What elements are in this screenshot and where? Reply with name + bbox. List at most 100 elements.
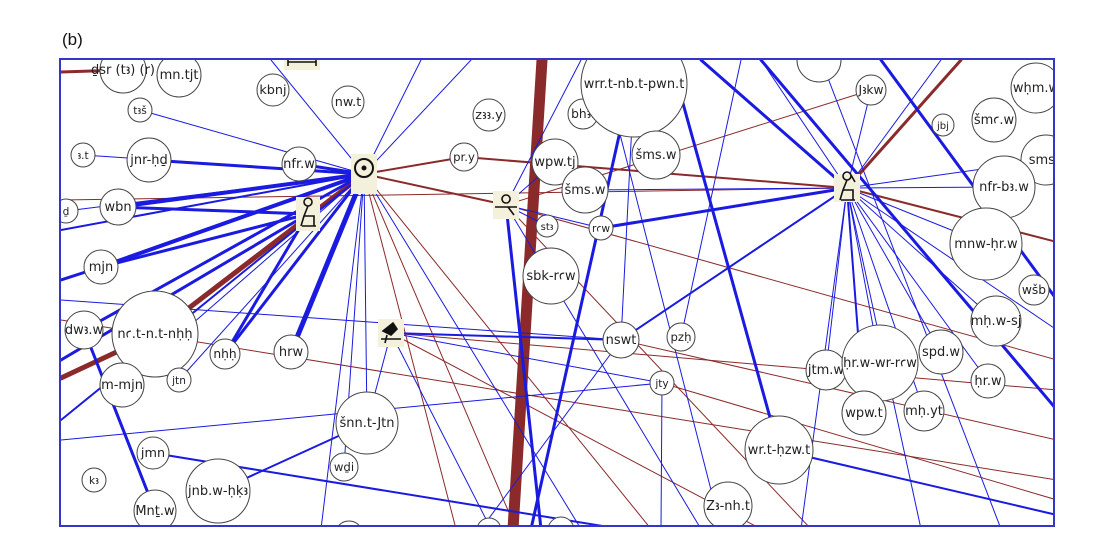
seated-man-glyph[interactable] xyxy=(296,197,320,231)
graph-node[interactable]: jtm.w xyxy=(805,349,847,391)
graph-node[interactable]: Zꜣ-nh.t xyxy=(703,481,753,527)
node-circle xyxy=(126,137,172,183)
graph-node[interactable]: šmꜥ.w xyxy=(971,97,1017,143)
graph-node[interactable]: zꜣꜣ.y xyxy=(472,98,506,132)
blue-edge xyxy=(363,173,580,525)
seated-god-glyph[interactable] xyxy=(834,171,860,202)
graph-node[interactable]: nꜥ.t-n.t-nḥḥ xyxy=(111,290,199,378)
graph-node[interactable]: nw.t xyxy=(331,85,365,119)
graph-node[interactable]: jty xyxy=(649,370,675,396)
unlabeled-node xyxy=(338,520,360,525)
graph-node[interactable]: mḥ.w-sj xyxy=(970,295,1022,347)
node-circle xyxy=(256,73,290,107)
graph-node[interactable]: jbj xyxy=(931,113,955,137)
graph-node[interactable]: wpw.t xyxy=(841,390,887,436)
cartouche-glyph[interactable] xyxy=(284,60,320,70)
node-label: ḏsr (tꜣ) (r) xyxy=(91,63,155,78)
graph-node[interactable]: wrr.t-nb.t-pwn.t xyxy=(580,60,688,138)
blue-edge xyxy=(82,328,157,513)
graph-node[interactable]: nfr.w xyxy=(281,146,317,182)
node-label: jnb.w-ḥḳꜣ xyxy=(187,484,248,499)
blue-edge xyxy=(846,89,872,189)
blue-edge xyxy=(363,60,472,175)
graph-node[interactable]: ꜣ.t xyxy=(70,142,96,168)
node-circle xyxy=(841,390,887,436)
graph-node[interactable]: jnb.w-ḥḳꜣ xyxy=(185,458,251,524)
node-label: šnn.t-Jtn xyxy=(339,416,394,431)
graph-node[interactable]: nswt xyxy=(602,321,640,359)
unlabeled-node xyxy=(477,517,501,525)
blue-edge xyxy=(99,212,310,269)
graph-node[interactable]: šms.w xyxy=(561,166,609,214)
graph-node[interactable]: Jꜣkw xyxy=(855,74,887,106)
sun-disk-glyph[interactable] xyxy=(351,154,377,194)
node-label: nfr-bꜣ.w xyxy=(979,180,1029,195)
node-label: wr.t-ḥzw.t xyxy=(748,443,810,458)
glyphs-layer xyxy=(284,60,860,347)
node-circle xyxy=(133,489,177,525)
node-circle xyxy=(156,60,202,98)
red-edge xyxy=(363,156,465,175)
graph-node[interactable]: tꜣš xyxy=(127,97,153,123)
node-label: hrw xyxy=(279,345,304,360)
graph-node[interactable]: spd.w xyxy=(918,329,964,375)
graph-node[interactable]: wbn xyxy=(99,188,137,226)
node-circle xyxy=(666,322,696,352)
graph-node[interactable]: kbnj xyxy=(256,73,290,107)
graph-node[interactable]: kꜣ xyxy=(81,467,107,493)
node-label: wšb xyxy=(1022,283,1046,297)
cord-glyph[interactable] xyxy=(493,191,519,219)
graph-node[interactable]: Mnṯ.w xyxy=(133,489,177,527)
bird-on-standard-glyph[interactable] xyxy=(378,319,404,347)
graph-node[interactable]: wḥm.w xyxy=(1010,62,1055,114)
node-circle xyxy=(99,362,145,408)
graph-node[interactable]: nfr-bꜣ.w xyxy=(972,155,1036,219)
graph-node[interactable]: pr.y xyxy=(449,142,479,172)
blue-edge xyxy=(846,187,1053,328)
node-label: Jꜣkw xyxy=(857,83,883,97)
graph-node[interactable]: jmn xyxy=(136,436,170,470)
graph-node[interactable]: ḥr.w xyxy=(970,363,1006,399)
node-circle xyxy=(472,98,506,132)
node-label: jmn xyxy=(140,446,165,461)
graph-node[interactable]: stꜣ xyxy=(535,214,559,238)
blue-edge xyxy=(660,382,663,525)
graph-node[interactable]: dwꜣ.w xyxy=(64,310,104,350)
node-circle xyxy=(61,198,79,224)
graph-node[interactable]: mḥ.yt xyxy=(903,390,945,432)
node-label: šms.w xyxy=(565,183,606,198)
graph-node[interactable]: wr.t-ḥzw.t xyxy=(744,415,814,485)
graph-node[interactable]: jnr-ḥḏ xyxy=(126,137,172,183)
graph-node[interactable]: šms.w xyxy=(631,130,681,180)
node-label: wrr.t-nb.t-pwn.t xyxy=(584,77,685,92)
graph-node[interactable]: hrw xyxy=(273,334,309,370)
node-circle xyxy=(522,247,580,305)
graph-node[interactable]: wpw.tj xyxy=(531,138,579,186)
node-label: nswt xyxy=(606,333,637,348)
blue-edge xyxy=(390,332,622,341)
graph-node[interactable]: nḥḥ xyxy=(209,338,241,370)
node-label: spd.w xyxy=(922,345,960,360)
blue-edge xyxy=(599,186,849,230)
graph-node[interactable]: ḥr.w-wr-rꜥw xyxy=(841,324,919,402)
graph-node[interactable]: jtn xyxy=(166,367,192,393)
node-circle xyxy=(83,249,119,285)
node-circle xyxy=(127,97,153,123)
node-label: jty xyxy=(654,378,668,390)
graph-node[interactable]: sbk-rꜥw xyxy=(522,247,580,305)
graph-node[interactable]: wḏi xyxy=(329,452,359,482)
graph-node[interactable]: rꜥw xyxy=(588,215,614,241)
graph-node[interactable]: m-mjn xyxy=(99,362,145,408)
node-label: ḏ xyxy=(63,206,70,218)
node-circle xyxy=(535,214,559,238)
graph-node[interactable]: wšb xyxy=(1018,274,1050,306)
graph-node[interactable]: mnw-ḥr.w xyxy=(949,207,1023,281)
graph-node[interactable]: ḏ xyxy=(61,198,79,224)
red-edge xyxy=(363,173,649,525)
graph-node[interactable]: mn.tjt xyxy=(156,60,202,98)
blue-edge xyxy=(363,173,368,424)
graph-node[interactable]: ḏsr (tꜣ) (r) xyxy=(91,60,155,94)
graph-node[interactable]: pzḥ xyxy=(666,322,696,352)
graph-node[interactable]: šnn.t-Jtn xyxy=(335,391,399,455)
graph-node[interactable]: mjn xyxy=(83,249,119,285)
